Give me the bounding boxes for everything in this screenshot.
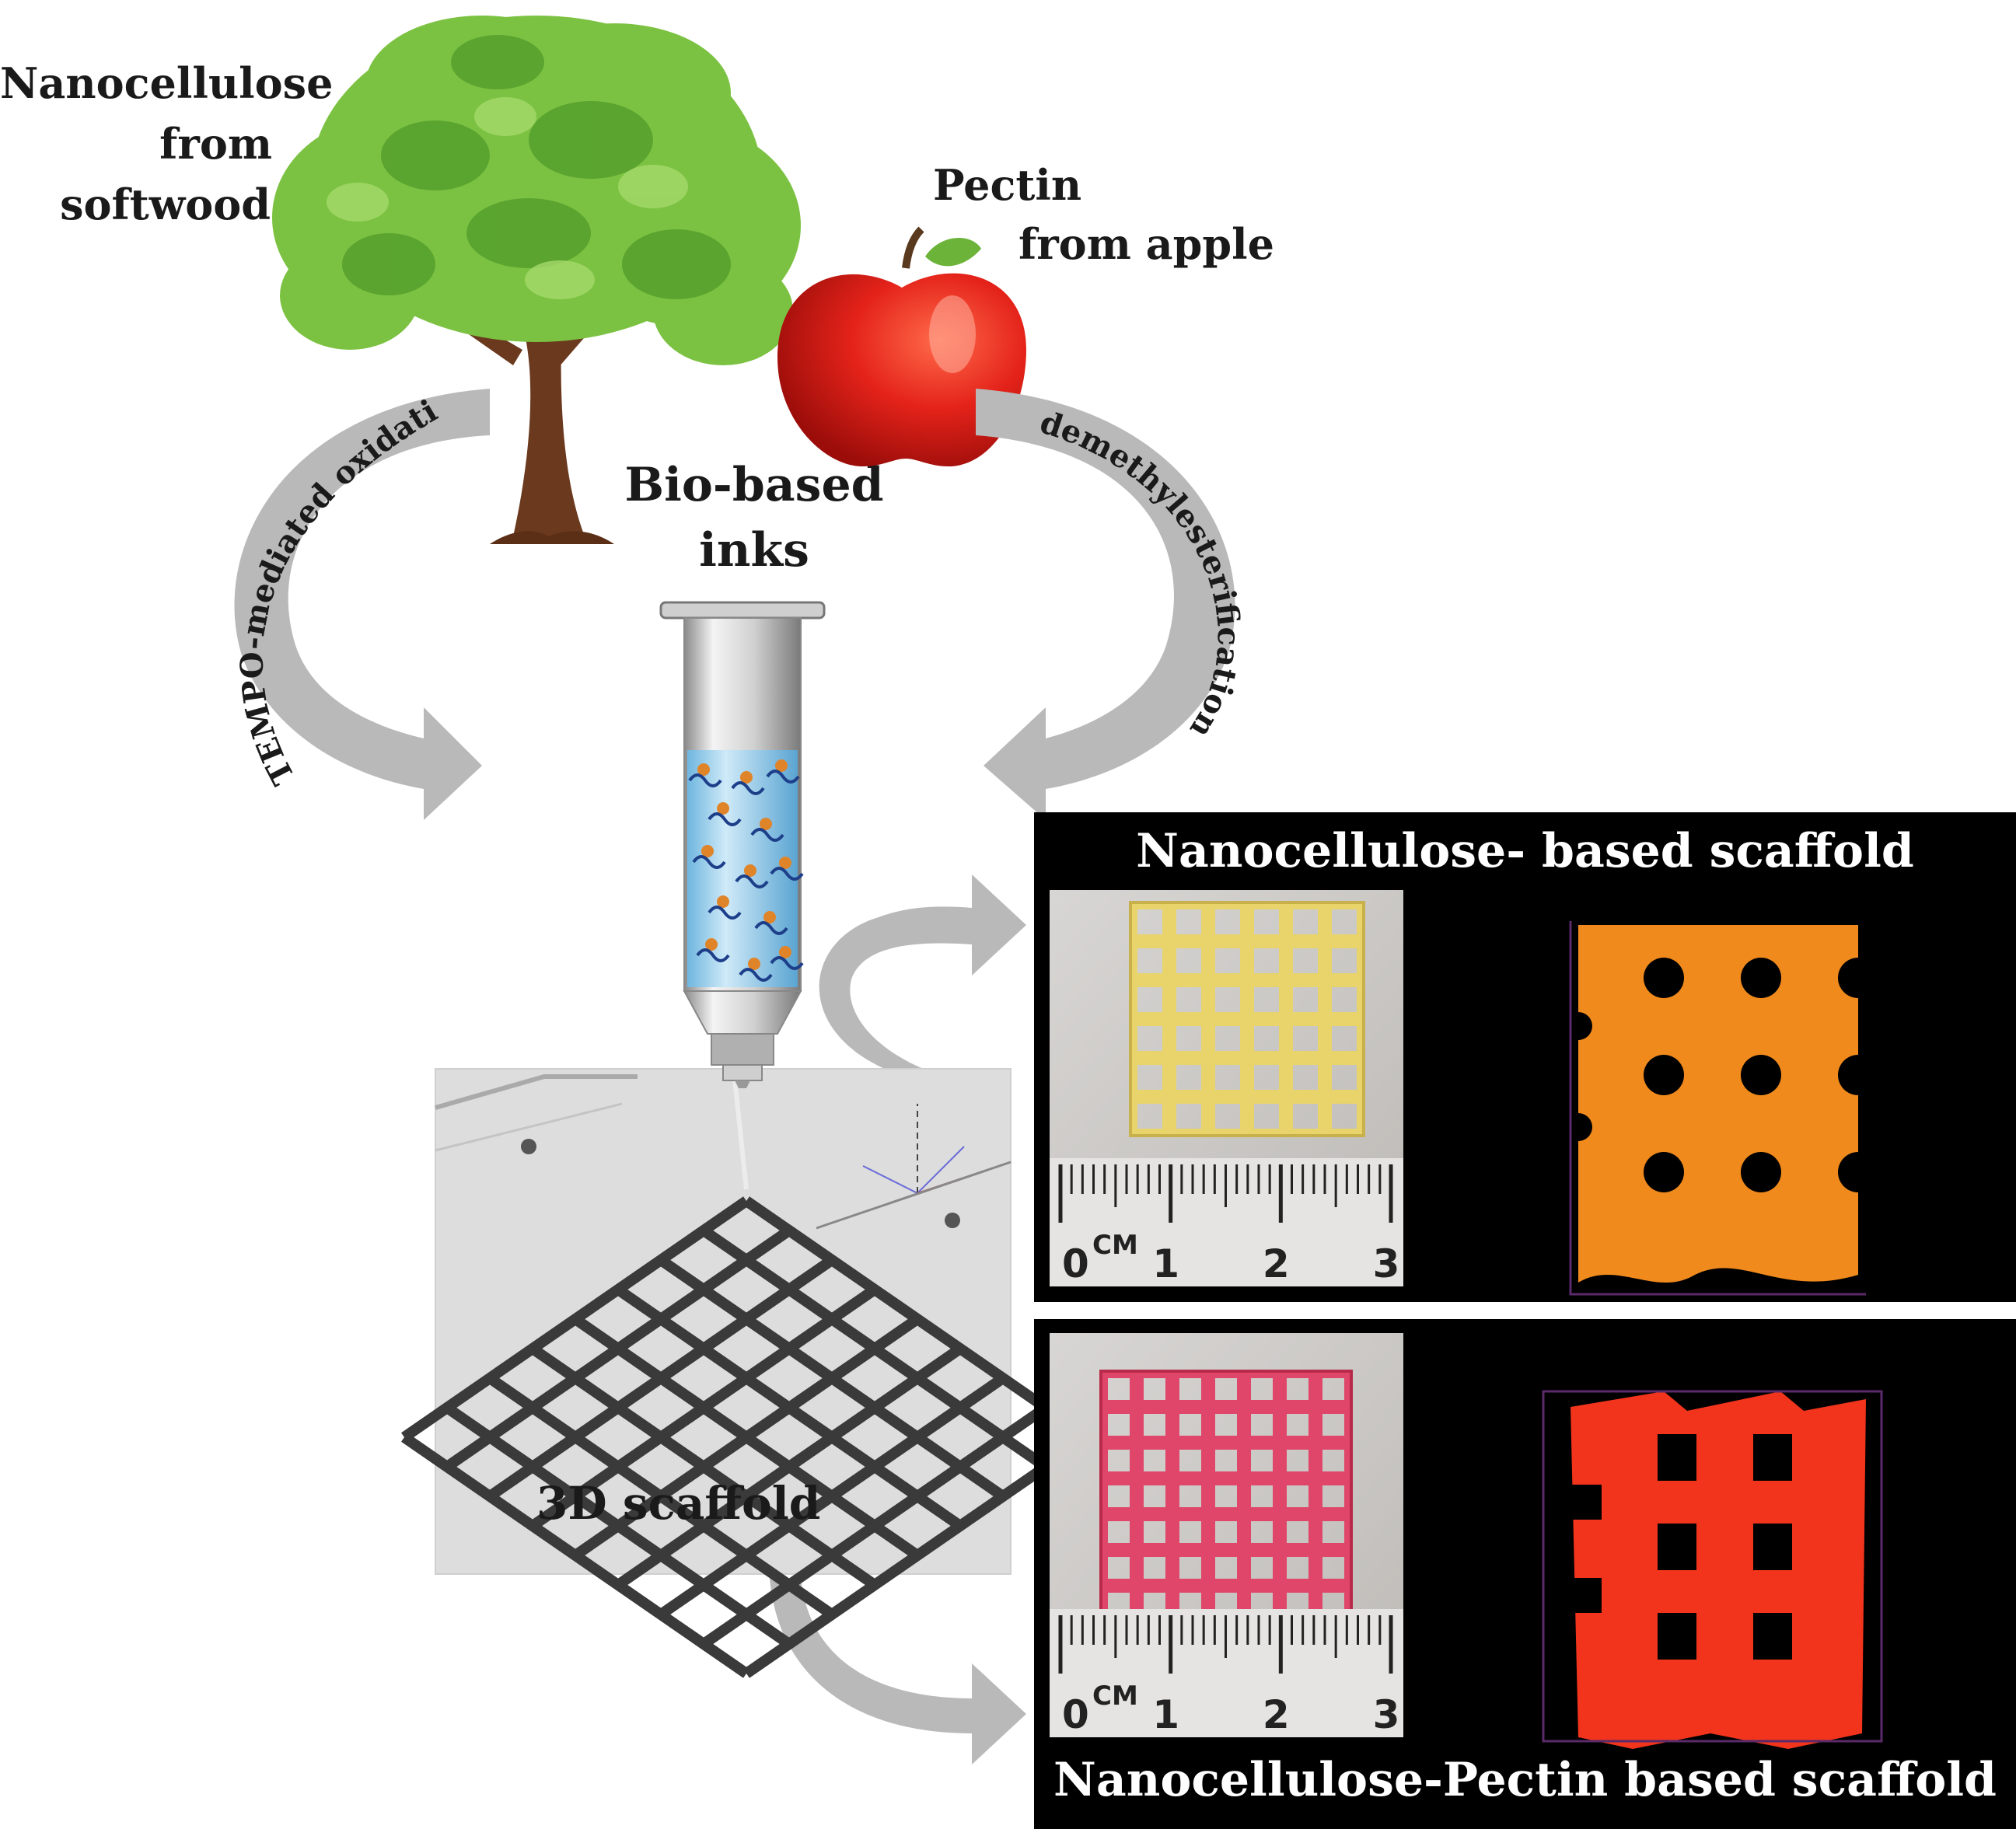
bottom-panel-title: Nanocellulose-Pectin based scaffold	[1034, 1753, 2016, 1807]
syringe	[661, 602, 824, 1088]
top-panel-title: Nanocellulose- based scaffold	[1034, 824, 2016, 878]
top-panel-art: 0 1 2 3 CM	[1034, 812, 2016, 1302]
ruler-number: 1	[1152, 1241, 1179, 1286]
ruler-number: 2	[1263, 1241, 1290, 1286]
ruler-number: 0	[1062, 1241, 1089, 1286]
ruler-number: 1	[1152, 1692, 1179, 1737]
arrow-to-bottom-panel	[770, 1578, 1026, 1764]
arrow-to-top-panel	[819, 874, 1026, 1073]
nc-fluor-scaffold	[1578, 925, 1858, 1290]
nc-photo-scaffold	[1130, 902, 1364, 1136]
ruler-number: 3	[1373, 1692, 1400, 1737]
ruler-number: 3	[1373, 1241, 1400, 1286]
apple-body	[777, 274, 1026, 466]
ruler-number: 0	[1062, 1692, 1089, 1737]
ruler-number: 2	[1263, 1692, 1290, 1737]
ncp-ruler: 0 1 2 3 CM	[1050, 1609, 1403, 1737]
ncp-fluor-scaffold	[1571, 1391, 1866, 1749]
ruler-unit: CM	[1092, 1681, 1138, 1712]
scaffold-3d-label: 3D scaffold	[536, 1477, 820, 1530]
nc-ruler: 0 1 2 3 CM	[1050, 1158, 1403, 1286]
ruler-unit: CM	[1092, 1230, 1138, 1261]
